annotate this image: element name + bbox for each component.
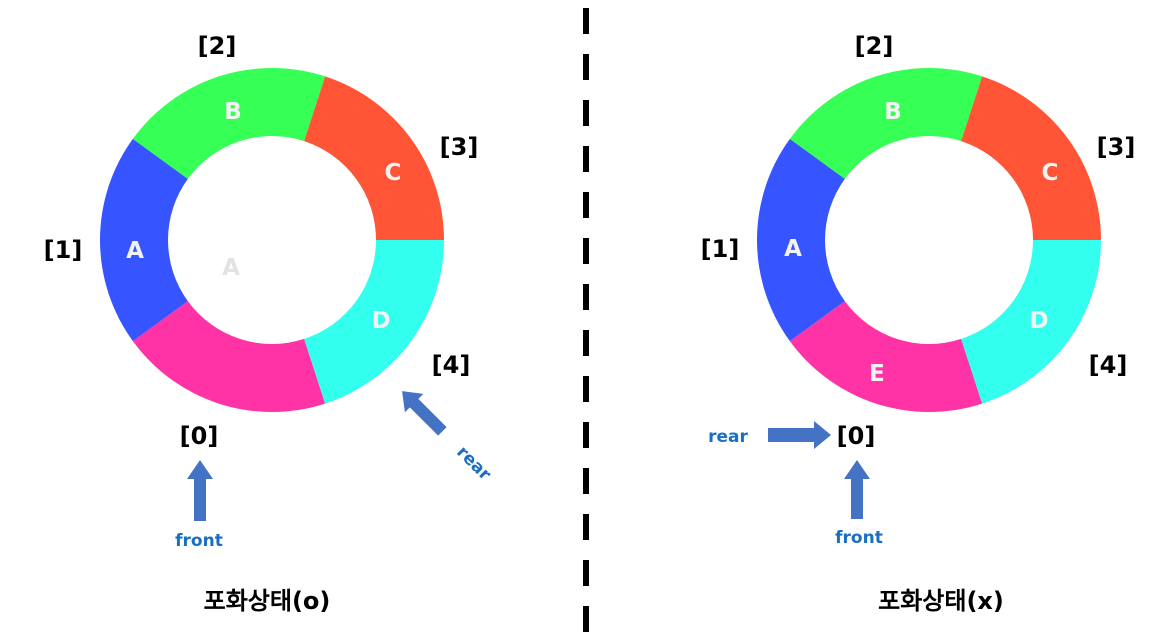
right-segment-label-1: A (784, 236, 802, 262)
left-segment-label-1: A (126, 238, 144, 264)
left-ghost-label: A (222, 255, 240, 281)
left-rear-label: rear (452, 442, 495, 485)
left-segment-label-4: D (371, 308, 390, 334)
right-segment-label-2: B (884, 99, 902, 125)
right-index-3: [3] (1097, 133, 1136, 161)
right-segment-3 (961, 76, 1101, 240)
right-caption: 포화상태(x) (878, 587, 1004, 615)
left-index-0: [0] (180, 422, 219, 450)
left-index-4: [4] (432, 351, 471, 379)
left-segment-2 (132, 68, 326, 179)
left-index-3: [3] (440, 133, 479, 161)
right-rear-arrow-icon (768, 421, 831, 449)
left-segment-label-3: C (385, 160, 402, 186)
right-segment-1 (757, 138, 845, 342)
right-segment-2 (789, 68, 983, 179)
left-index-2: [2] (198, 32, 237, 60)
left-index-1: [1] (44, 236, 83, 264)
left-front-label: front (175, 531, 223, 551)
left-caption: 포화상태(o) (204, 587, 331, 615)
right-index-1: [1] (701, 235, 740, 263)
left-ring (100, 68, 444, 412)
right-index-0: [0] (837, 422, 876, 450)
right-index-4: [4] (1089, 351, 1128, 379)
left-segment-3 (304, 76, 444, 240)
left-rear-arrow-icon (402, 391, 447, 436)
right-front-arrow-icon (844, 460, 870, 519)
right-rear-label: rear (708, 427, 748, 447)
left-segment-0 (132, 301, 326, 412)
left-segment-4 (304, 240, 444, 404)
right-segment-label-3: C (1042, 160, 1059, 186)
left-segment-1 (100, 138, 188, 342)
left-front-arrow-icon (187, 460, 213, 521)
right-front-label: front (835, 528, 883, 548)
right-segment-label-0: E (869, 361, 885, 387)
right-index-2: [2] (855, 32, 894, 60)
right-segment-label-4: D (1029, 308, 1048, 334)
right-segment-4 (961, 240, 1101, 404)
right-segment-0 (789, 301, 983, 412)
left-segment-label-2: B (224, 99, 242, 125)
right-ring (757, 68, 1101, 412)
